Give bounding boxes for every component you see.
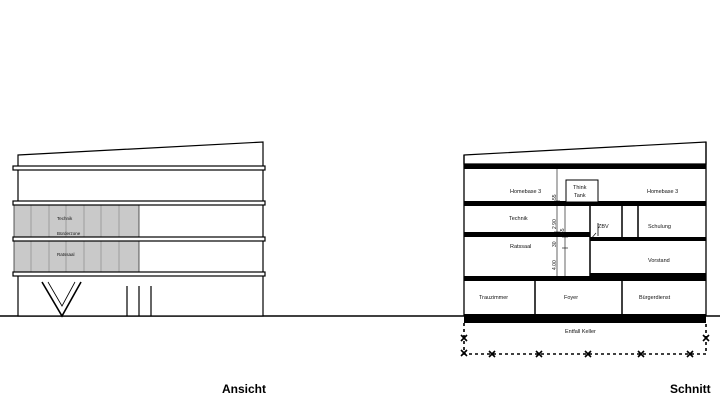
room-buergerdienst: Bürgerdienst <box>639 295 671 301</box>
section-think-tank-box <box>565 179 599 203</box>
elevation-v-column <box>41 281 82 318</box>
elevation-label-middle: Bürderzone <box>57 231 81 236</box>
section-slab-1 <box>464 276 706 281</box>
elevation-slab-2 <box>12 200 266 206</box>
section-slab-2b <box>590 237 706 241</box>
elevation-slab-3 <box>12 236 266 242</box>
section-slab-roof <box>464 164 706 169</box>
caption-ansicht: Ansicht <box>222 382 266 396</box>
room-tank: Tank <box>574 193 586 199</box>
section-basement-outline <box>463 323 707 355</box>
section-basement-markers <box>460 334 710 358</box>
dim-65: 65 <box>560 228 566 234</box>
room-technik: Technik <box>509 216 528 222</box>
dim-400: 4.00 <box>552 260 558 270</box>
section-slab-1b <box>590 273 706 276</box>
room-ratssaal: Ratssaal <box>510 244 531 250</box>
room-zbv: ZBV <box>598 224 609 230</box>
section-slab-2a <box>464 232 590 237</box>
room-homebase-right: Homebase 3 <box>647 189 678 195</box>
section-slab-ground <box>464 314 706 323</box>
elevation-label-lower: Ratssaal <box>57 252 75 257</box>
dim-30: 30 <box>552 241 558 247</box>
room-think: Think <box>573 185 587 191</box>
section-roof <box>463 141 707 165</box>
dim-55: 55 <box>552 194 558 200</box>
elevation-label-upper: Technik <box>57 216 73 221</box>
caption-schnitt: Schnitt <box>670 382 711 396</box>
room-schulung: Schulung <box>648 224 671 230</box>
room-homebase-left: Homebase 3 <box>510 189 541 195</box>
room-vorstand: Vorstand <box>648 258 670 264</box>
section-slab-3 <box>464 201 706 206</box>
room-keller: Entfall Keller <box>565 329 596 335</box>
elevation-slab-1 <box>12 165 266 171</box>
elevation-slab-4 <box>12 271 266 277</box>
dim-290: 2.90 <box>552 219 558 229</box>
elevation-view: Technik Bürderzone Ratssaal <box>12 141 266 318</box>
elevation-v-column-inner <box>47 281 76 307</box>
room-trauzimmer: Trauzimmer <box>479 295 508 301</box>
room-foyer: Foyer <box>564 295 578 301</box>
section-view: 55 2.90 65 4.00 30 Homebase 3 Homebase 3… <box>460 141 710 358</box>
section-dimension-lines <box>554 169 597 276</box>
